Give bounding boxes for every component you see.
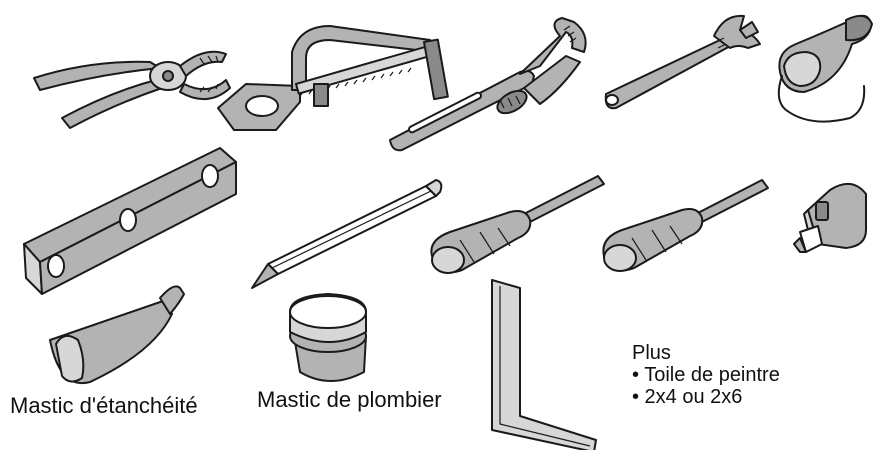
- safety-glasses-icon: [777, 14, 873, 123]
- sealant-tube-icon: [49, 285, 185, 385]
- extras-title: Plus: [632, 342, 671, 364]
- tape-measure-icon: [793, 183, 867, 253]
- level-icon: [23, 147, 237, 295]
- sealant-label: Mastic d'étanchéité: [10, 393, 198, 418]
- flathead-screwdriver-icon: [430, 175, 605, 274]
- framing-square-icon: [491, 279, 597, 450]
- pencil-icon: [251, 179, 443, 289]
- pipe-wrench-icon: [389, 17, 587, 152]
- extras-item-painters-cloth: • Toile de peintre: [632, 364, 780, 386]
- hacksaw-icon: [217, 25, 449, 131]
- phillips-screwdriver-icon: [602, 179, 769, 272]
- pliers-icon: [33, 50, 231, 129]
- putty-container-icon: [289, 293, 367, 382]
- extra-supplies-list: Plus • Toile de peintre • 2x4 ou 2x6: [632, 342, 780, 408]
- adjustable-wrench-icon: [604, 14, 761, 110]
- plumbers-putty-label: Mastic de plombier: [257, 387, 442, 412]
- extras-item-lumber: • 2x4 ou 2x6: [632, 386, 743, 408]
